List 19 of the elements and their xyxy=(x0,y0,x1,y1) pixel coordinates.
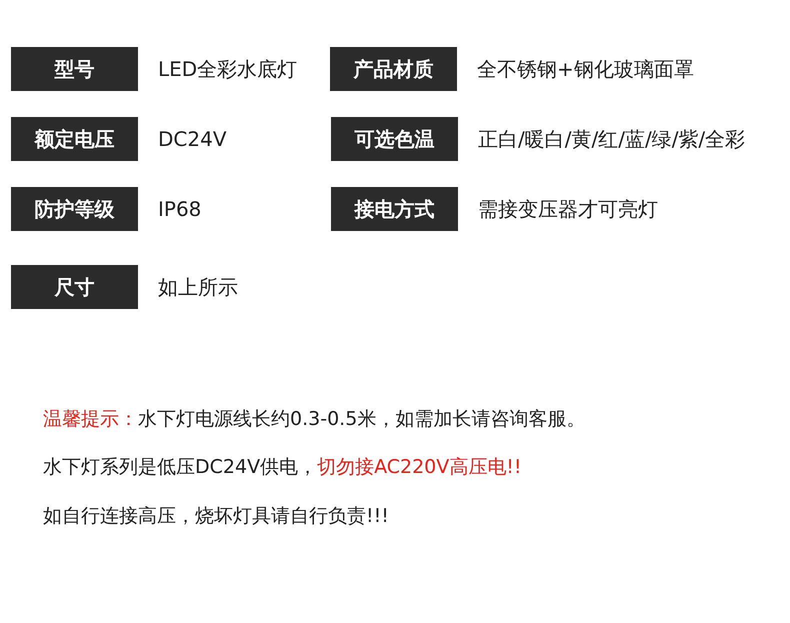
spec-label: 可选色温 xyxy=(331,117,458,161)
spec-value: DC24V xyxy=(158,126,226,153)
spec-value: 需接变压器才可亮灯 xyxy=(478,196,658,223)
spec-value: IP68 xyxy=(158,196,202,223)
spec-label: 额定电压 xyxy=(11,117,138,161)
warning-text: 切勿接AC220V高压电!! xyxy=(317,456,522,478)
spec-value: 如上所示 xyxy=(158,274,238,301)
spec-label: 尺寸 xyxy=(11,265,138,309)
spec-value: 全不锈钢+钢化玻璃面罩 xyxy=(477,56,694,83)
note-text: 水下灯系列是低压DC24V供电， xyxy=(43,456,318,478)
warning-text: 温馨提示： xyxy=(43,408,138,430)
spec-label: 型号 xyxy=(11,47,138,91)
spec-label: 防护等级 xyxy=(11,187,138,231)
spec-value: 正白/暖白/黄/红/蓝/绿/紫/全彩 xyxy=(478,126,746,153)
spec-label: 产品材质 xyxy=(330,47,457,91)
spec-value: LED全彩水底灯 xyxy=(158,56,298,83)
note-text: 如自行连接高压，烧坏灯具请自行负责!!! xyxy=(43,505,389,527)
spec-label: 接电方式 xyxy=(331,187,458,231)
note-text: 水下灯电源线长约0.3-0.5米，如需加长请咨询客服。 xyxy=(138,408,586,430)
